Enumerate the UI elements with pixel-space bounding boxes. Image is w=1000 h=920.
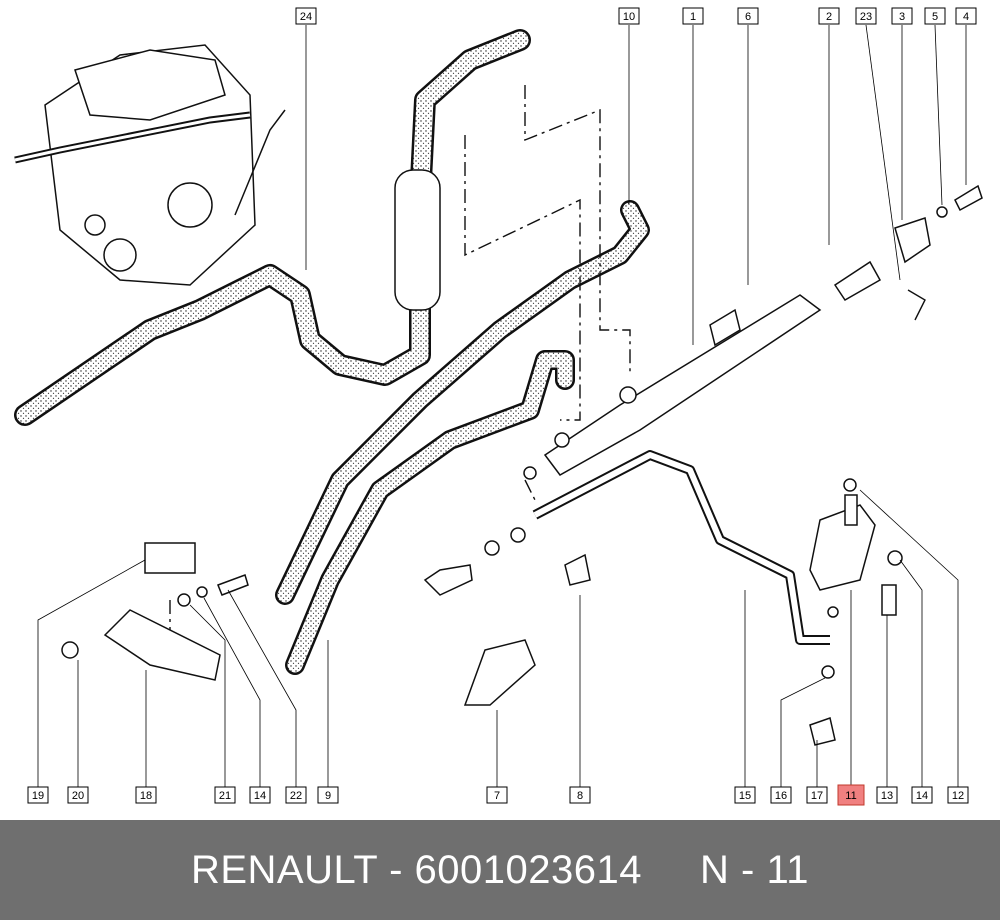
callout-3: 3 [891,7,913,25]
svg-text:14: 14 [916,790,928,802]
callout-4: 4 [955,7,977,25]
footer-bar: RENAULT - 6001023614 N - 11 [0,820,1000,920]
return-pipe-and-bracket [532,450,903,746]
callout-14-left: 14 [249,786,271,804]
callout-8: 8 [569,786,591,804]
callout-24: 24 [295,7,317,25]
callout-5: 5 [924,7,946,25]
part-number-caption: RENAULT - 6001023614 N - 11 [190,847,810,892]
svg-text:10: 10 [623,11,635,23]
callout-15: 15 [734,786,756,804]
callout-21: 21 [214,786,236,804]
callout-19: 19 [27,786,49,804]
fuel-hoses [14,29,650,675]
svg-text:9: 9 [325,790,331,802]
svg-text:21: 21 [219,790,231,802]
alignment-lines [169,85,631,650]
svg-text:12: 12 [952,790,964,802]
callout-13: 13 [876,786,898,804]
callout-17: 17 [806,786,828,804]
callout-9: 9 [317,786,339,804]
svg-text:3: 3 [899,11,905,23]
svg-text:5: 5 [932,11,938,23]
svg-text:14: 14 [254,790,266,802]
fuel-rail [543,294,822,476]
svg-text:1: 1 [690,11,696,23]
callout-18: 18 [135,786,157,804]
svg-text:16: 16 [775,790,787,802]
callout-16: 16 [770,786,792,804]
svg-text:2: 2 [826,11,832,23]
injector-parts [423,466,591,706]
callout-1: 1 [682,7,704,25]
svg-text:23: 23 [860,11,872,23]
svg-text:17: 17 [811,790,823,802]
callout-12: 12 [947,786,969,804]
svg-text:18: 18 [140,790,152,802]
svg-text:8: 8 [577,790,583,802]
callout-14-right: 14 [911,786,933,804]
callout-2: 2 [818,7,840,25]
callout-20: 20 [67,786,89,804]
pressure-regulator-parts [833,184,983,321]
svg-text:7: 7 [494,790,500,802]
callout-10: 10 [618,7,640,25]
svg-text:4: 4 [963,11,969,23]
svg-text:24: 24 [300,11,312,23]
svg-text:19: 19 [32,790,44,802]
svg-text:22: 22 [290,790,302,802]
callout-11-highlighted: 11 [837,784,865,806]
svg-text:15: 15 [739,790,751,802]
leader-lines [37,24,967,787]
svg-text:11: 11 [845,790,856,802]
callout-6: 6 [737,7,759,25]
exploded-parts-diagram: 24 10 1 6 2 23 3 5 [14,7,983,806]
sensor-bracket-assembly [61,542,249,681]
engine-illustration [14,44,286,286]
svg-text:13: 13 [881,790,893,802]
callout-23: 23 [855,7,877,25]
callout-7: 7 [486,786,508,804]
svg-text:6: 6 [745,11,751,23]
svg-text:20: 20 [72,790,84,802]
callout-22: 22 [285,786,307,804]
